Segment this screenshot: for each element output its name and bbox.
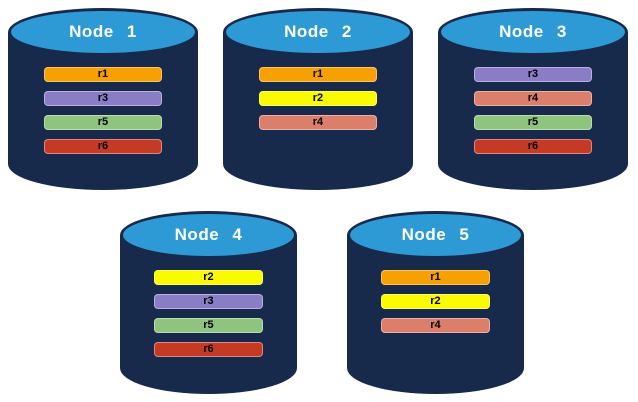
replica-label: r3 — [203, 295, 214, 307]
replica-label: r3 — [97, 92, 109, 104]
replica-bar: r6 — [153, 342, 264, 357]
cylinder-top-ellipse: Node 1 — [8, 8, 198, 56]
replica-label: r1 — [97, 68, 109, 80]
replica-label: r4 — [430, 319, 441, 331]
replica-label: r2 — [430, 295, 441, 307]
cylinder-top-ellipse: Node 5 — [347, 211, 524, 259]
replica-bar: r1 — [380, 270, 491, 285]
replica-label: r4 — [312, 116, 324, 128]
replica-label: r6 — [203, 343, 214, 355]
replica-bar: r4 — [259, 115, 377, 130]
replica-label: r5 — [97, 116, 109, 128]
database-node: Node 2 r1 r2 r4 — [223, 8, 413, 190]
replica-bar: r3 — [44, 91, 162, 106]
replica-bar: r6 — [44, 139, 162, 154]
cylinder-body — [347, 235, 524, 394]
database-node: Node 4 r2 r3 r5 r6 — [120, 211, 297, 394]
cylinder-top-ellipse: Node 2 — [223, 8, 413, 56]
replica-bar: r5 — [44, 115, 162, 130]
cylinder-body — [223, 32, 413, 190]
replica-list: r1 r3 r5 r6 — [8, 67, 198, 154]
replica-bar: r2 — [153, 270, 264, 285]
replica-label: r5 — [527, 116, 539, 128]
replica-bar: r6 — [474, 139, 592, 154]
replica-label: r2 — [203, 271, 214, 283]
replica-bar: r3 — [153, 294, 264, 309]
replica-label: r1 — [312, 68, 324, 80]
node-title: Node 1 — [69, 22, 137, 41]
cylinder-top-ellipse: Node 3 — [438, 8, 628, 56]
database-node: Node 1 r1 r3 r5 r6 — [8, 8, 198, 190]
replica-bar: r5 — [153, 318, 264, 333]
node-title: Node 5 — [401, 225, 470, 244]
database-node: Node 3 r3 r4 r5 r6 — [438, 8, 628, 190]
node-title: Node 2 — [284, 22, 352, 41]
replica-list: r1 r2 r4 — [223, 67, 413, 130]
replica-list: r1 r2 r4 — [347, 270, 524, 333]
cylinder-body — [438, 32, 628, 190]
database-node: Node 5 r1 r2 r4 — [347, 211, 524, 394]
replica-label: r6 — [97, 140, 109, 152]
replica-label: r4 — [527, 92, 539, 104]
replica-label: r2 — [312, 92, 324, 104]
replica-bar: r4 — [474, 91, 592, 106]
replica-bar: r4 — [380, 318, 491, 333]
replica-bar: r3 — [474, 67, 592, 82]
replica-label: r6 — [527, 140, 539, 152]
replica-bar: r1 — [44, 67, 162, 82]
replica-bar: r5 — [474, 115, 592, 130]
node-title: Node 3 — [499, 22, 567, 41]
replica-bar: r1 — [259, 67, 377, 82]
replica-label: r3 — [527, 68, 539, 80]
cylinder-top-ellipse: Node 4 — [120, 211, 297, 259]
replica-bar: r2 — [259, 91, 377, 106]
replica-label: r1 — [430, 271, 441, 283]
replica-list: r3 r4 r5 r6 — [438, 67, 628, 154]
cylinder-body — [8, 32, 198, 190]
replica-bar: r2 — [380, 294, 491, 309]
replica-list: r2 r3 r5 r6 — [120, 270, 297, 357]
cylinder-body — [120, 235, 297, 394]
replica-label: r5 — [203, 319, 214, 331]
node-title: Node 4 — [174, 225, 243, 244]
